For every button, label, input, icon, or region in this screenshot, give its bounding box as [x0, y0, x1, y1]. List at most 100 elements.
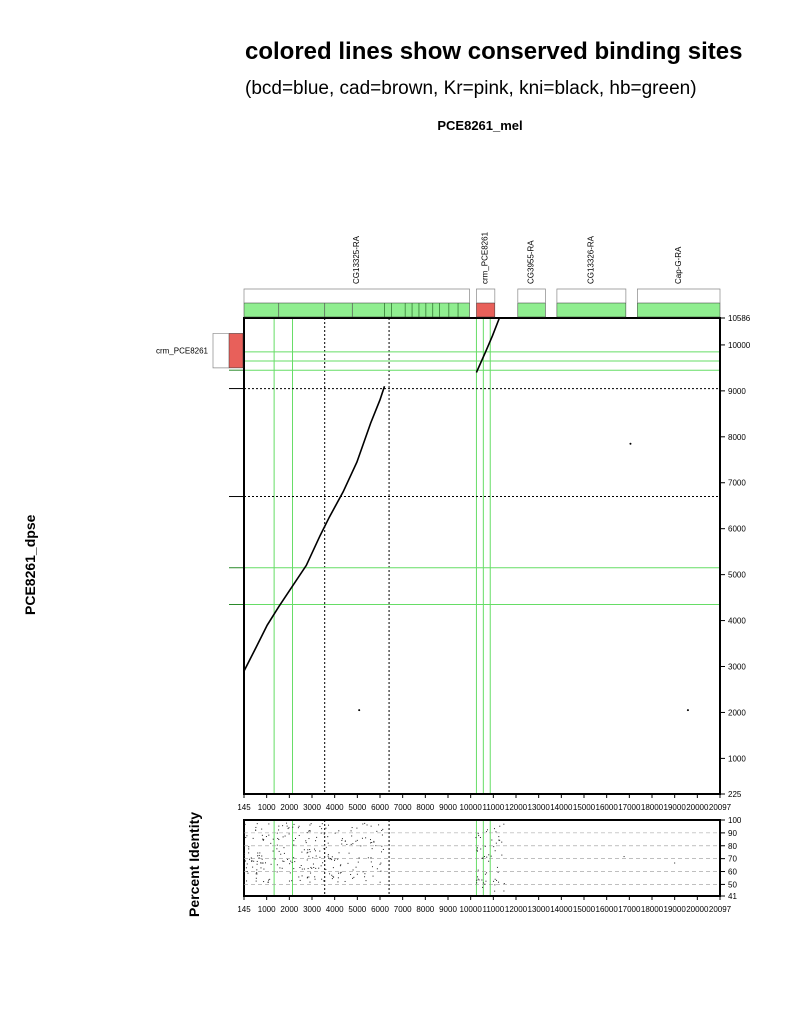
- x-tick-label: 14000: [550, 803, 573, 812]
- pi-point: [309, 830, 311, 832]
- y-tick-label: 6000: [728, 525, 746, 534]
- pi-point: [278, 839, 280, 841]
- pi-point: [337, 877, 339, 879]
- pi-point: [255, 873, 257, 875]
- pi-point: [294, 861, 296, 863]
- pi-point: [356, 873, 358, 875]
- pi-point: [261, 834, 263, 836]
- pi-point: [494, 878, 496, 880]
- pi-point: [246, 880, 248, 882]
- pi-point: [371, 842, 373, 844]
- pi-point: [246, 835, 248, 837]
- pi-point: [265, 862, 267, 864]
- pi-y-tick-label: 80: [728, 842, 737, 851]
- pi-point: [256, 863, 258, 865]
- pi-point: [247, 872, 249, 874]
- pi-point: [257, 852, 259, 854]
- pi-point: [293, 840, 295, 842]
- pi-point: [298, 876, 300, 878]
- x-tick-label: 16000: [596, 803, 619, 812]
- pi-point: [245, 867, 247, 869]
- pi-point: [274, 858, 276, 860]
- pi-point: [277, 837, 279, 839]
- pi-point: [378, 824, 380, 826]
- pi-point: [380, 870, 382, 872]
- pi-point: [308, 830, 310, 832]
- pi-point: [366, 824, 368, 826]
- pi-y-tick-label: 100: [728, 816, 742, 825]
- pi-point: [255, 829, 257, 831]
- pi-point: [315, 840, 317, 842]
- pi-point: [250, 857, 252, 859]
- pi-point: [488, 854, 490, 856]
- pi-point: [288, 827, 290, 829]
- pi-point: [476, 849, 478, 851]
- pi-point: [334, 832, 336, 834]
- pi-point: [290, 860, 292, 862]
- gene-bracket: [243, 288, 470, 303]
- pi-point: [281, 867, 283, 869]
- pi-x-tick-label: 7000: [394, 905, 412, 914]
- pi-point: [280, 853, 282, 855]
- pi-point: [499, 839, 501, 841]
- pi-point: [244, 852, 246, 854]
- pi-point: [482, 882, 484, 884]
- pi-point: [308, 876, 310, 878]
- pi-point: [486, 829, 488, 831]
- pi-x-tick-label: 8000: [416, 905, 434, 914]
- pi-point: [293, 857, 295, 859]
- pi-point: [364, 873, 366, 875]
- pi-point: [248, 846, 250, 848]
- pi-x-tick-label: 13000: [528, 905, 551, 914]
- pi-point: [286, 825, 288, 827]
- pi-point: [347, 862, 349, 864]
- y-tick-label: 10586: [728, 314, 751, 323]
- x-tick-label: 20097: [709, 803, 732, 812]
- y-tick-label: 2000: [728, 708, 746, 717]
- pi-point: [283, 852, 285, 854]
- pi-point: [381, 845, 383, 847]
- pi-point: [298, 825, 300, 827]
- pi-point: [350, 874, 352, 876]
- pi-point: [481, 857, 483, 859]
- pi-point: [484, 883, 486, 885]
- pi-point: [310, 823, 312, 825]
- pi-point: [291, 861, 293, 863]
- pi-point: [314, 850, 316, 852]
- pi-point: [288, 833, 290, 835]
- pi-point: [338, 830, 340, 832]
- pi-point: [262, 839, 264, 841]
- pi-point: [334, 859, 336, 861]
- pi-point: [327, 854, 329, 856]
- pi-point: [245, 837, 247, 839]
- x-tick-label: 7000: [394, 803, 412, 812]
- pi-point: [261, 858, 263, 860]
- pi-point: [355, 866, 357, 868]
- pi-x-tick-label: 6000: [371, 905, 389, 914]
- pi-point: [338, 852, 340, 854]
- pi-point: [259, 852, 261, 854]
- pi-point: [491, 839, 493, 841]
- pi-point: [498, 881, 500, 883]
- gene-bracket: [476, 288, 496, 303]
- pi-x-tick-label: 16000: [596, 905, 619, 914]
- pi-point: [330, 858, 332, 860]
- pi-x-tick-label: 20000: [686, 905, 709, 914]
- pi-point: [373, 840, 375, 842]
- pi-point: [279, 867, 281, 869]
- pi-point: [316, 836, 318, 838]
- pi-frame: [243, 819, 721, 897]
- pi-point: [306, 859, 308, 861]
- x-tick-label: 4000: [326, 803, 344, 812]
- pi-point: [272, 850, 274, 852]
- pi-point: [494, 850, 496, 852]
- pi-point: [358, 857, 360, 859]
- pi-point: [321, 828, 323, 830]
- pi-point: [477, 847, 479, 849]
- pi-point: [260, 867, 262, 869]
- x-tick-label: 3000: [303, 803, 321, 812]
- pi-point: [381, 830, 383, 832]
- y-tick-label: 5000: [728, 571, 746, 580]
- pi-point: [365, 837, 367, 839]
- pi-x-tick-label: 3000: [303, 905, 321, 914]
